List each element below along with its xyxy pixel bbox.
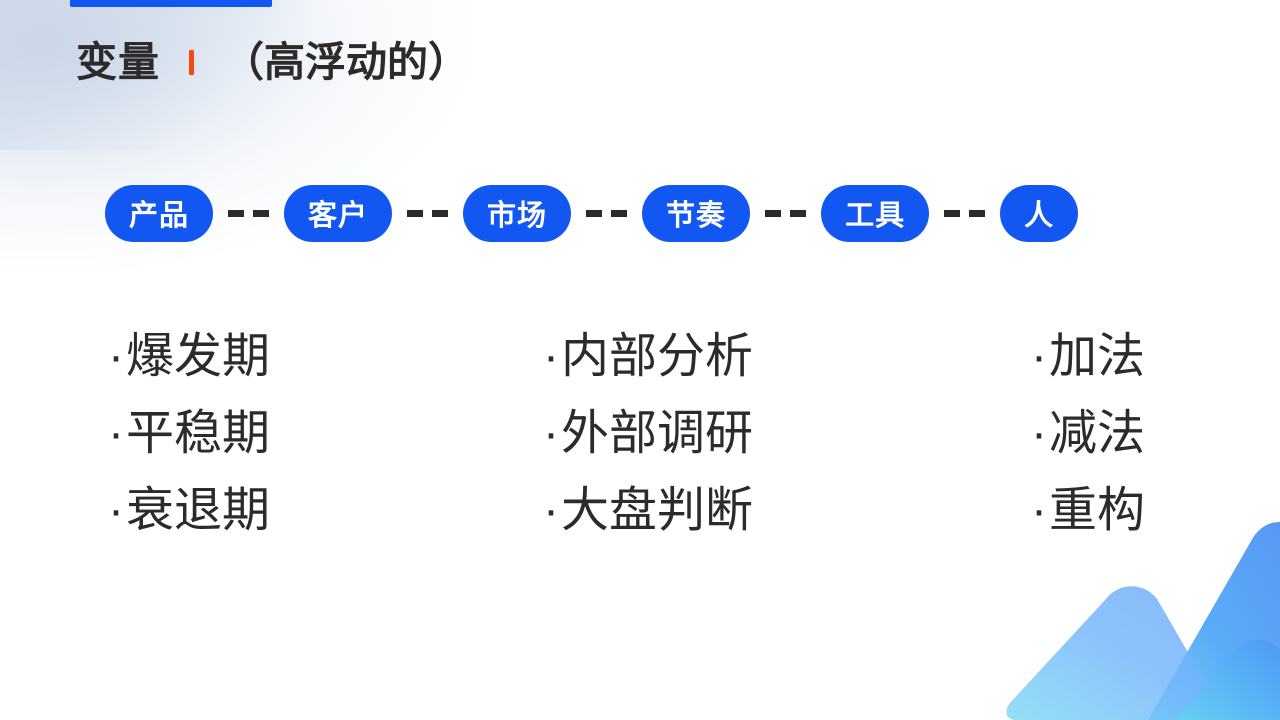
dash-separator [407,209,449,217]
column-operations: ·加法 ·减法 ·重构 [1031,318,1145,549]
bullet-dot: · [543,330,559,383]
list-item-label: 内部分析 [560,330,753,383]
bullet-dot: · [1031,330,1047,383]
list-item: ·重构 [1031,472,1145,549]
pill-tools[interactable]: 工具 [821,184,930,242]
column-product-lifecycle: ·爆发期 ·平稳期 ·衰退期 [108,318,270,549]
list-item: ·衰退期 [108,472,270,549]
pill-people[interactable]: 人 [1000,184,1079,242]
dash-separator [586,209,628,217]
bullet-dot: · [1031,484,1047,537]
list-item-label: 加法 [1048,330,1145,383]
content-columns: ·爆发期 ·平稳期 ·衰退期 ·内部分析 ·外部调研 ·大盘判断 ·加法 [0,318,1280,558]
list-item: ·减法 [1031,395,1145,472]
list-item-label: 爆发期 [125,330,270,383]
list-item-label: 大盘判断 [560,484,753,537]
list-item: ·外部调研 [543,395,753,472]
list-item: ·加法 [1031,318,1145,395]
pill-chain: 产品 客户 市场 节奏 工具 人 [105,184,1079,242]
bullet-dot: · [1031,407,1047,460]
bullet-dot: · [108,484,124,537]
pill-market[interactable]: 市场 [463,184,572,242]
dash-separator [765,209,807,217]
dash-separator [228,209,270,217]
bullet-dot: · [543,484,559,537]
list-item-label: 平稳期 [125,407,270,460]
list-item: ·爆发期 [108,318,270,395]
list-item: ·平稳期 [108,395,270,472]
list-item-label: 减法 [1048,407,1145,460]
list-item-label: 衰退期 [125,484,270,537]
pill-product[interactable]: 产品 [105,184,214,242]
page-title-main: 变量 [76,38,160,85]
top-accent-bar [70,0,272,7]
list-item-label: 重构 [1048,484,1145,537]
list-item: ·内部分析 [543,318,753,395]
page-title: 变量 （高浮动的） [76,34,469,90]
title-separator-bar [189,49,194,75]
bullet-dot: · [543,407,559,460]
bullet-dot: · [108,330,124,383]
pill-rhythm[interactable]: 节奏 [642,184,751,242]
pill-customer[interactable]: 客户 [284,184,393,242]
list-item: ·大盘判断 [543,472,753,549]
page-title-sub: （高浮动的） [223,38,469,85]
bullet-dot: · [108,407,124,460]
list-item-label: 外部调研 [560,407,753,460]
column-research-methods: ·内部分析 ·外部调研 ·大盘判断 [543,318,753,549]
dash-separator [944,209,986,217]
